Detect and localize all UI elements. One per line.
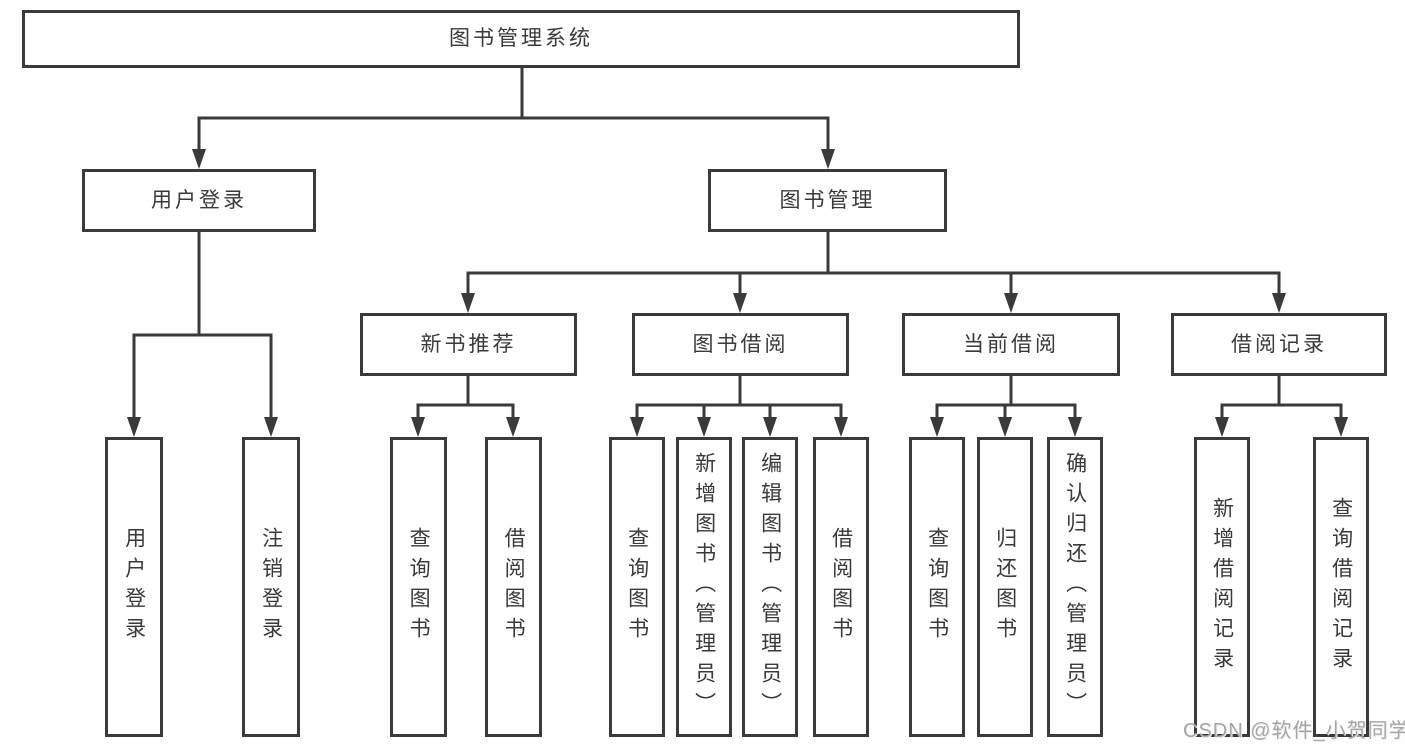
- connector-line: [416, 403, 515, 418]
- node-current-borrow: 当前借阅: [902, 313, 1120, 376]
- arrowhead-down: [998, 417, 1012, 437]
- arrowhead-down: [821, 149, 835, 169]
- arrowhead-down: [192, 149, 206, 169]
- arrowhead-down: [461, 293, 475, 313]
- node-book-management-label: 图书管理: [779, 188, 876, 212]
- arrowhead-down: [1068, 417, 1082, 437]
- leaf-logout-label: 注销登录: [259, 527, 283, 647]
- leaf-current-return-books: 归还图书: [977, 437, 1033, 737]
- csdn-watermark: CSDN @软件_小贺同学: [1183, 720, 1405, 742]
- leaf-current-query-books-label: 查询图书: [925, 527, 949, 647]
- connector-user-login-to-leaves: [127, 232, 278, 437]
- arrowhead-down: [630, 417, 644, 437]
- node-root: 图书管理系统: [22, 10, 1020, 68]
- leaf-newbook-query-books-label: 查询图书: [407, 527, 431, 647]
- leaf-current-confirm-return-admin: 确认归还（管理员）: [1047, 437, 1103, 737]
- arrowhead-down: [1004, 293, 1018, 313]
- leaf-current-confirm-return-admin-label: 确认归还（管理员）: [1063, 452, 1087, 722]
- connector-borrow-records-to-leaves: [1215, 376, 1348, 437]
- arrowhead-down: [1334, 417, 1348, 437]
- arrowhead-down: [1272, 293, 1286, 313]
- leaf-borrow-edit-books-admin: 编辑图书（管理员）: [742, 437, 798, 737]
- leaf-borrow-borrow-books: 借阅图书: [813, 437, 869, 737]
- node-user-login: 用户登录: [82, 169, 316, 232]
- connector-line: [466, 271, 1281, 295]
- arrowhead-down: [264, 417, 278, 437]
- node-root-label: 图书管理系统: [449, 27, 593, 51]
- leaf-records-add-record-label: 新增借阅记录: [1210, 497, 1234, 677]
- connector-current-borrow-to-leaves: [930, 376, 1082, 437]
- leaf-borrow-add-books-admin-label: 新增图书（管理员）: [692, 452, 716, 722]
- connector-line: [197, 116, 830, 151]
- leaf-records-query-record: 查询借阅记录: [1313, 437, 1369, 737]
- arrowhead-down: [1215, 417, 1229, 437]
- connector-new-book-to-leaves: [411, 376, 520, 437]
- leaf-records-query-record-label: 查询借阅记录: [1329, 497, 1353, 677]
- node-book-borrow: 图书借阅: [632, 313, 849, 376]
- connector-line: [132, 333, 273, 418]
- connector-line: [635, 403, 843, 418]
- leaf-current-query-books: 查询图书: [909, 437, 965, 737]
- node-book-management: 图书管理: [708, 169, 947, 232]
- arrowhead-down: [930, 417, 944, 437]
- connector-root-to-level2: [192, 68, 835, 169]
- leaf-user-login: 用户登录: [105, 437, 163, 737]
- arrowhead-down: [127, 417, 141, 437]
- leaf-borrow-borrow-books-label: 借阅图书: [829, 527, 853, 647]
- leaf-newbook-borrow-books-label: 借阅图书: [502, 527, 526, 647]
- node-current-borrow-label: 当前借阅: [963, 332, 1059, 356]
- arrowhead-down: [506, 417, 520, 437]
- leaf-newbook-query-books: 查询图书: [390, 437, 447, 737]
- node-new-book-recommend-label: 新书推荐: [420, 332, 517, 356]
- leaf-borrow-query-books: 查询图书: [609, 437, 665, 737]
- arrowhead-down: [697, 417, 711, 437]
- node-borrow-records: 借阅记录: [1171, 313, 1387, 376]
- arrowhead-down: [733, 293, 747, 313]
- connector-book-borrow-to-leaves: [630, 376, 848, 437]
- node-book-borrow-label: 图书借阅: [692, 332, 789, 356]
- leaf-logout: 注销登录: [242, 437, 300, 737]
- node-borrow-records-label: 借阅记录: [1231, 332, 1327, 356]
- leaf-records-add-record: 新增借阅记录: [1194, 437, 1250, 737]
- leaf-newbook-borrow-books: 借阅图书: [485, 437, 542, 737]
- arrowhead-down: [763, 417, 777, 437]
- leaf-user-login-label: 用户登录: [122, 527, 146, 647]
- leaf-borrow-add-books-admin: 新增图书（管理员）: [676, 437, 732, 737]
- node-user-login-label: 用户登录: [151, 188, 247, 212]
- connector-line: [1220, 403, 1343, 418]
- arrowhead-down: [834, 417, 848, 437]
- leaf-borrow-edit-books-admin-label: 编辑图书（管理员）: [758, 452, 782, 722]
- leaf-borrow-query-books-label: 查询图书: [625, 527, 649, 647]
- arrowhead-down: [411, 417, 425, 437]
- connector-book-management-to-level3: [461, 232, 1286, 313]
- leaf-current-return-books-label: 归还图书: [993, 527, 1017, 647]
- node-new-book-recommend: 新书推荐: [360, 313, 577, 376]
